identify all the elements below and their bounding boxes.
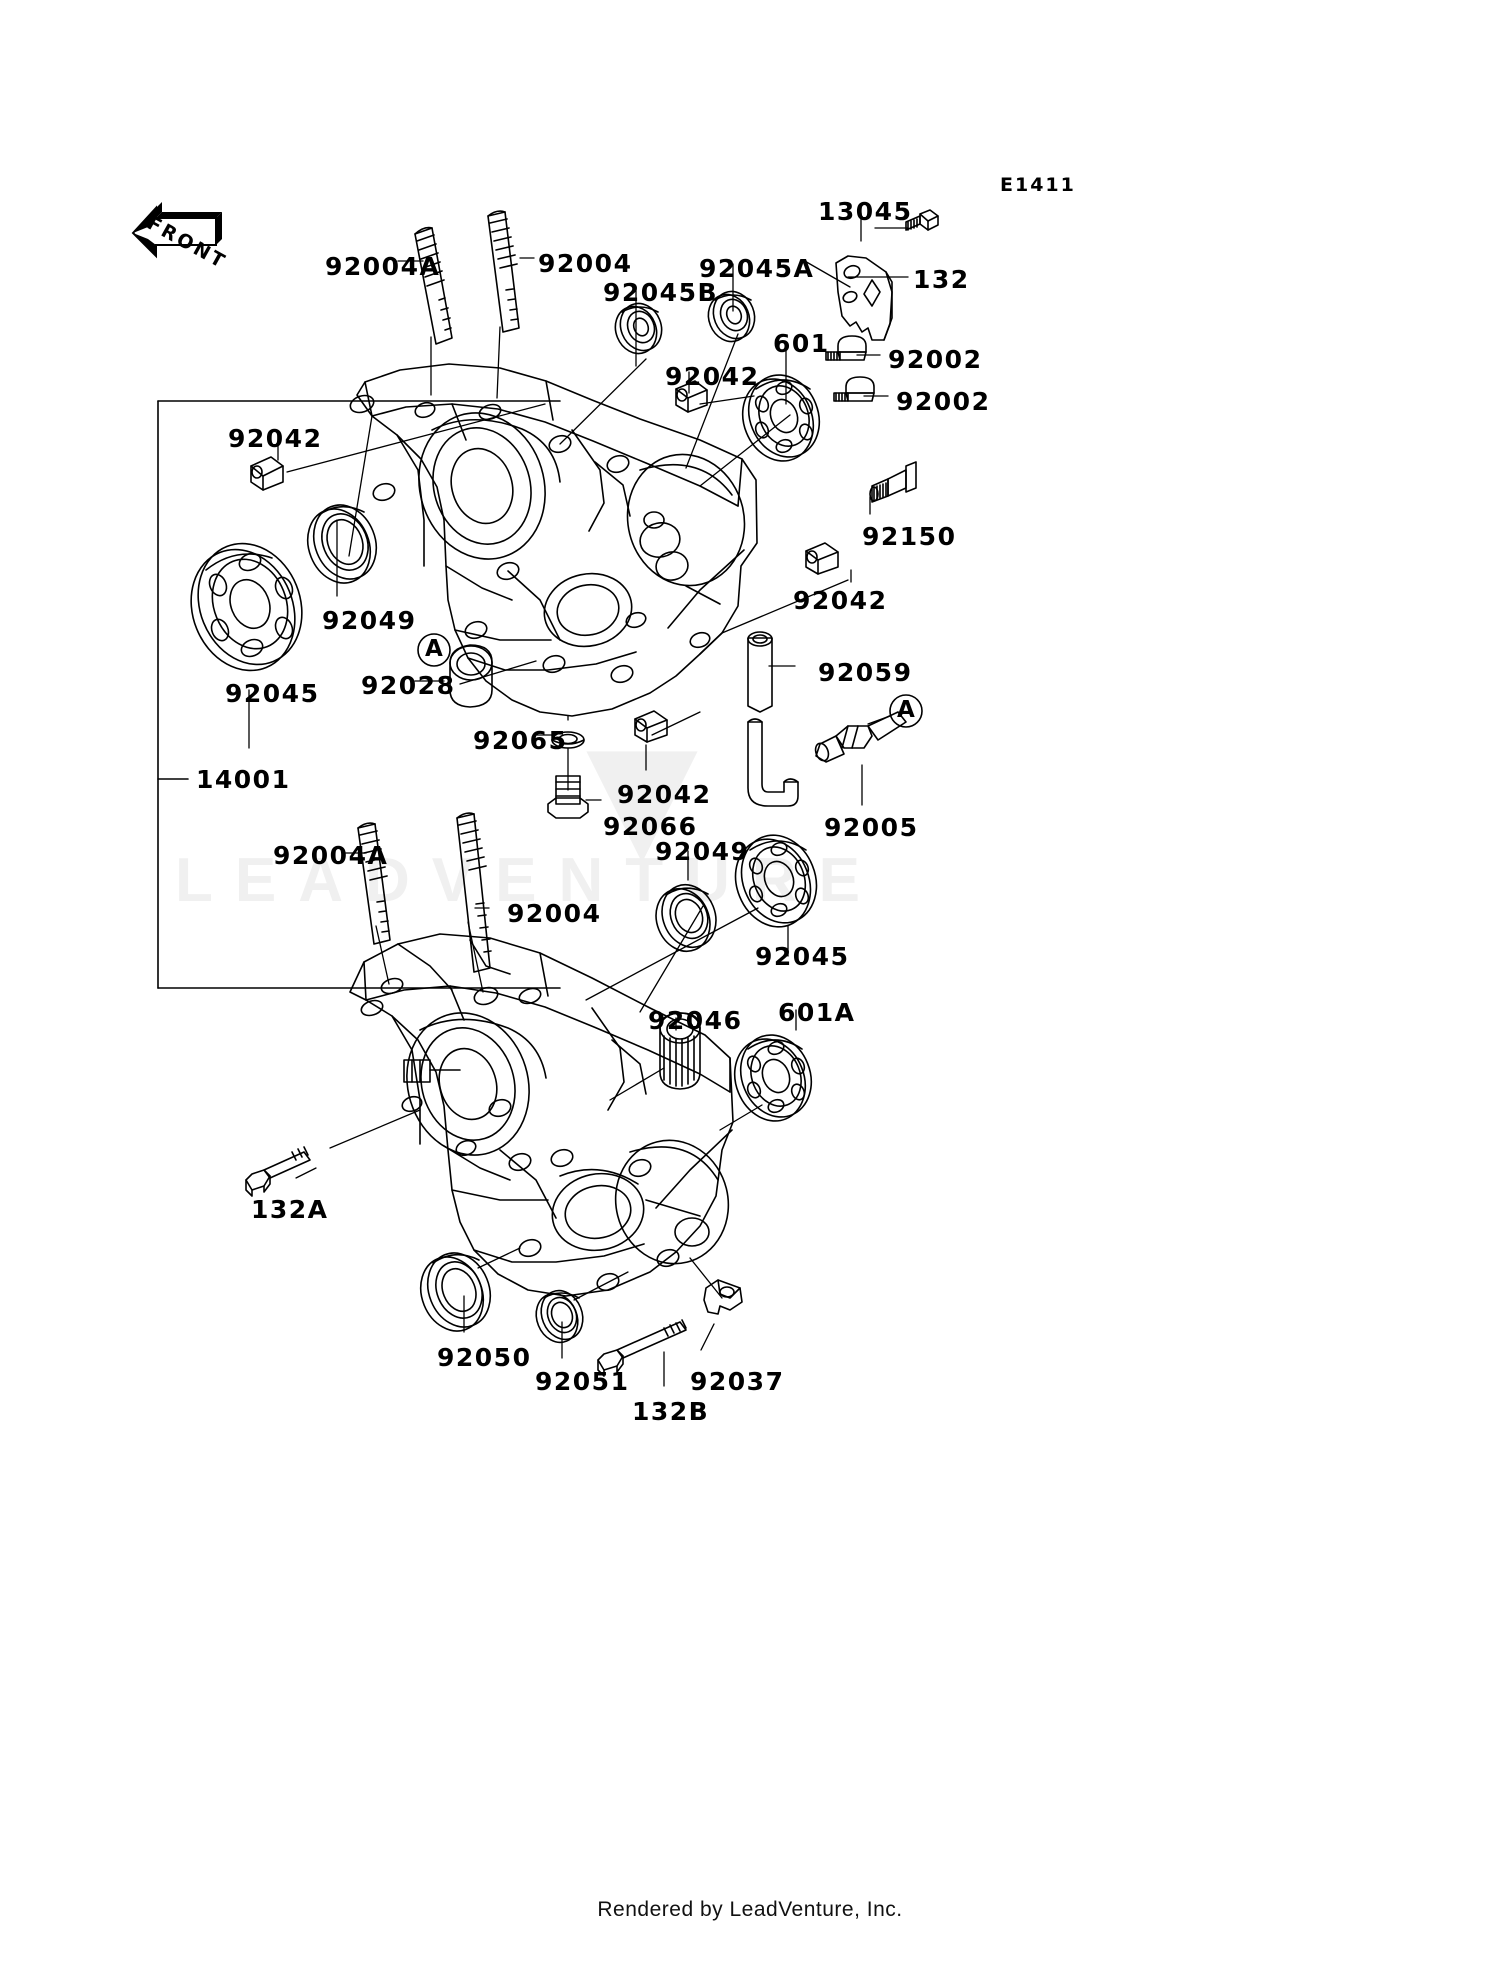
part-92150-bolt [869,461,917,503]
assembly-group-bracket [157,400,561,989]
leader-lines-upper [248,212,909,806]
part-label-132: 132 [913,265,970,294]
part-label-92037: 92037 [690,1367,785,1396]
footer-credit: Rendered by LeadVenture, Inc. [597,1898,903,1921]
part-label-92002-b: 92002 [896,387,991,416]
part-92002-collar-bolt-b [833,376,875,402]
part-label-92045-lower: 92045 [755,942,850,971]
part-92042-dowel-pins [250,380,839,743]
part-label-92002-a: 92002 [888,345,983,374]
part-label-92005: 92005 [824,813,919,842]
part-92004a-stud-upper [414,226,453,345]
part-92037-clamp [703,1279,743,1315]
part-92050-oil-seal [419,1252,492,1332]
part-132-bolt [905,209,939,231]
part-label-132a: 132A [251,1195,329,1224]
part-label-92004-lower: 92004 [507,899,602,928]
part-92049-oil-seal-upper [306,504,378,584]
part-92051-oil-seal [535,1289,584,1344]
part-13045-bracket [835,255,893,341]
part-label-92051: 92051 [535,1367,630,1396]
part-label-92042-lowermid: 92042 [617,780,712,809]
part-label-92004a-upper: 92004A [325,252,441,281]
front-orientation-badge: FRONT [128,190,231,278]
part-92045-ball-bearing-lower [734,834,818,928]
part-label-92059: 92059 [818,658,913,687]
part-92059-breather-tube [747,631,799,807]
part-92028-collar [449,644,493,708]
part-132b-bolt [597,1319,687,1377]
part-92004-stud-upper [487,210,520,333]
part-92066-drain-plug [547,775,589,819]
part-92004a-stud-lower [357,822,391,945]
part-label-92046: 92046 [648,1006,743,1035]
part-label-92150: 92150 [862,522,957,551]
part-label-92066: 92066 [603,812,698,841]
part-92004-stud-lower [456,812,492,973]
part-label-92042-upper-mid: 92042 [665,362,760,391]
callout-a-label-upper: A [425,636,443,662]
part-92065-gasket-washer [551,731,585,749]
part-label-13045: 13045 [818,197,913,226]
part-label-92045a: 92045A [699,254,815,283]
part-601-ball-bearing [741,374,821,462]
part-92046-needle-bearing [659,1012,701,1090]
part-label-92045-upper: 92045 [225,679,320,708]
part-label-14001: 14001 [196,765,291,794]
part-label-601a: 601A [778,998,856,1027]
part-601a-ball-bearing [733,1034,813,1122]
leader-lines-lower [295,850,797,1387]
part-92045a-ball-bearing [707,290,756,343]
part-label-92004a-lower: 92004A [273,841,389,870]
part-label-92042-left: 92042 [228,424,323,453]
part-label-92028: 92028 [361,671,456,700]
part-label-601: 601 [773,329,830,358]
callout-a-upper [417,633,451,667]
part-label-92045b: 92045B [603,278,719,307]
part-label-92042-right: 92042 [793,586,888,615]
part-92005-fitting [814,711,907,763]
part-92045-ball-bearing-upper [190,542,303,672]
front-arrow-icon [131,202,222,259]
callout-a-label-right: A [897,697,915,723]
part-label-92004-upper: 92004 [538,249,633,278]
part-132a-bolt [245,1146,311,1197]
part-92002-collar-bolt-a [825,335,867,361]
part-92045b-ball-bearing [614,302,663,355]
crankcase-half-upper [349,363,758,717]
part-label-92065: 92065 [473,726,568,755]
part-92049-oil-seal-lower [655,883,717,953]
part-label-132b: 132B [632,1397,710,1426]
callout-a-right [889,694,923,728]
part-label-92050: 92050 [437,1343,532,1372]
part-label-92049-lower: 92049 [655,837,750,866]
diagram-code: E1411 [1000,174,1076,196]
part-label-92049-upper: 92049 [322,606,417,635]
